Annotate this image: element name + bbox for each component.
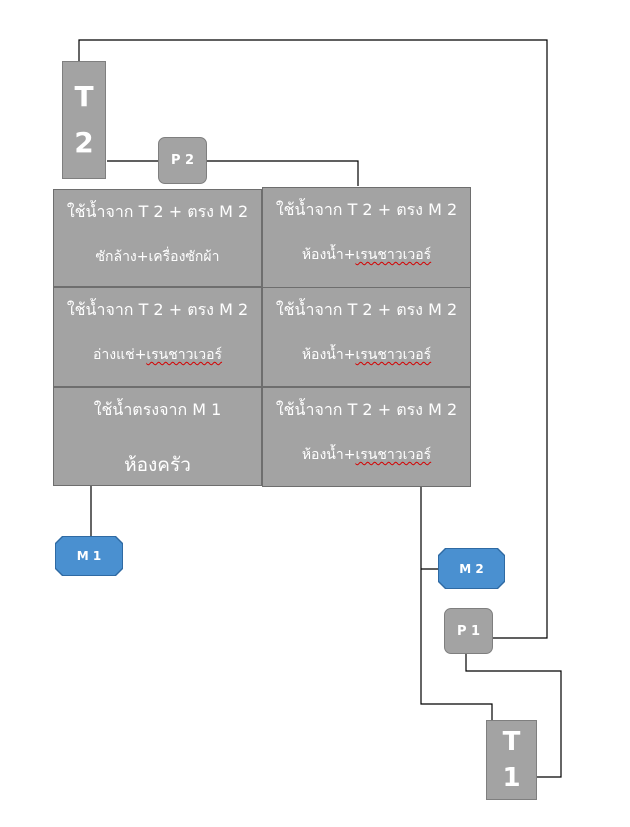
room-bathroom-3-source: ใช้น้ำจาก T 2 + ตรง M 2 [275, 400, 458, 419]
tank-t1: T 1 [486, 720, 537, 800]
pipe-rooms-to-t1 [420, 486, 493, 720]
room-bathtub-source: ใช้น้ำจาก T 2 + ตรง M 2 [66, 300, 249, 319]
room-bathroom-3: ใช้น้ำจาก T 2 + ตรง M 2 ห้องน้ำ+เรนชาวเว… [262, 387, 471, 487]
pipe-t2-to-p1 [78, 39, 548, 639]
room-kitchen-source: ใช้น้ำตรงจาก M 1 [93, 400, 222, 419]
tank-t2: T 2 [62, 61, 106, 179]
meter-m2: M 2 [438, 548, 505, 589]
pump-p2: P 2 [158, 137, 207, 184]
room-kitchen: ใช้น้ำตรงจาก M 1 ห้องครัว [53, 387, 262, 486]
tank-t1-letter: T [502, 727, 521, 757]
room-laundry: ใช้น้ำจาก T 2 + ตรง M 2 ซักล้าง+เครื่องซ… [53, 189, 262, 287]
pipe-p2-to-rooms [207, 160, 359, 186]
room-bathtub-label: อ่างแช่+เรนชาวเวอร์ [92, 347, 223, 363]
room-bathroom-2: ใช้น้ำจาก T 2 + ตรง M 2 ห้องน้ำ+เรนชาวเว… [262, 287, 471, 387]
room-bathtub: ใช้น้ำจาก T 2 + ตรง M 2 อ่างแช่+เรนชาวเว… [53, 287, 262, 387]
room-bathroom-2-label: ห้องน้ำ+เรนชาวเวอร์ [301, 347, 432, 363]
meter-m1-label: M 1 [56, 537, 122, 575]
tank-t2-number: 2 [74, 126, 94, 159]
room-bathroom-1-source: ใช้น้ำจาก T 2 + ตรง M 2 [275, 200, 458, 219]
room-bathroom-2-source: ใช้น้ำจาก T 2 + ตรง M 2 [275, 300, 458, 319]
pipe-p1-to-t1 [465, 653, 562, 778]
room-kitchen-label: ห้องครัว [124, 454, 191, 476]
meter-m1: M 1 [55, 536, 123, 576]
room-laundry-source: ใช้น้ำจาก T 2 + ตรง M 2 [66, 202, 249, 221]
room-bathroom-1: ใช้น้ำจาก T 2 + ตรง M 2 ห้องน้ำ+เรนชาวเว… [262, 187, 471, 288]
pump-p1: P 1 [444, 608, 493, 654]
room-bathroom-3-label: ห้องน้ำ+เรนชาวเวอร์ [301, 447, 432, 463]
meter-m2-label: M 2 [439, 549, 504, 588]
tank-t2-letter: T [74, 80, 94, 113]
room-laundry-label: ซักล้าง+เครื่องซักผ้า [95, 249, 220, 265]
tank-t1-number: 1 [502, 763, 521, 793]
room-bathroom-1-label: ห้องน้ำ+เรนชาวเวอร์ [301, 247, 432, 263]
